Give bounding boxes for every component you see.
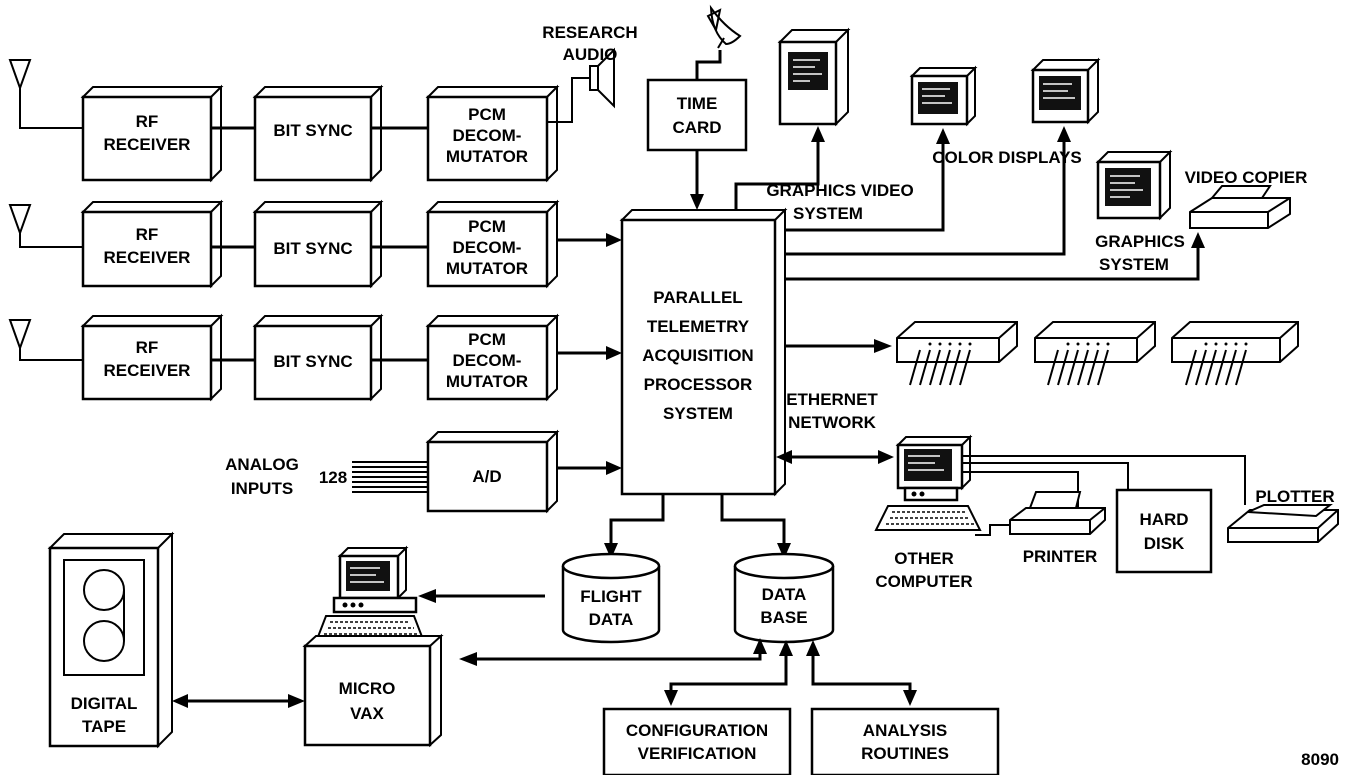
rf-receiver-3: RF RECEIVER — [80, 313, 224, 402]
ad-converter: A/D — [425, 429, 560, 514]
pcm-decommutator-3: PCM DECOM- MUTATOR — [425, 313, 560, 402]
hard-disk-line1: HARD — [1139, 510, 1188, 529]
line-printer-icon-3 — [1171, 321, 1299, 386]
rf-receiver-1-line1: RF — [136, 112, 159, 131]
digital-tape-line2: TAPE — [82, 717, 126, 736]
ad-label: A/D — [472, 467, 501, 486]
pcm-3-line3: MUTATOR — [446, 372, 528, 391]
rf-receiver-2-line1: RF — [136, 225, 159, 244]
pcm-1-line1: PCM — [468, 105, 506, 124]
graphics-video-line2: SYSTEM — [793, 204, 863, 223]
graphics-system-line2: SYSTEM — [1099, 255, 1169, 274]
rf-receiver-1-line2: RECEIVER — [104, 135, 191, 154]
hard-disk-line2: DISK — [1144, 534, 1185, 553]
analysis-routines-box: ANALYSIS ROUTINES — [810, 707, 1000, 775]
color-display-icon-1 — [909, 65, 978, 127]
bit-sync-2: BIT SYNC — [252, 199, 384, 289]
figure-number: 8090 — [1301, 750, 1339, 769]
analog-inputs-line2: INPUTS — [231, 479, 293, 498]
graphics-system-line1: GRAPHICS — [1095, 232, 1185, 251]
video-copier-icon — [1189, 185, 1291, 229]
digital-tape-unit: DIGITAL TAPE — [47, 531, 175, 749]
printer-icon — [1009, 491, 1106, 535]
other-computer-line1: OTHER — [894, 549, 954, 568]
time-card-line2: CARD — [672, 118, 721, 137]
time-card-line1: TIME — [677, 94, 718, 113]
other-computer-line2: COMPUTER — [875, 572, 972, 591]
data-base-line2: BASE — [760, 608, 807, 627]
digital-tape-line1: DIGITAL — [71, 694, 138, 713]
micro-vax-line1: MICRO — [339, 679, 396, 698]
pcm-3-line2: DECOM- — [453, 351, 522, 370]
config-verif-line1: CONFIGURATION — [626, 721, 768, 740]
rf-receiver-3-line2: RECEIVER — [104, 361, 191, 380]
data-base-storage: DATA BASE — [733, 552, 835, 644]
plotter-label: PLOTTER — [1255, 487, 1334, 506]
pcm-2-line1: PCM — [468, 217, 506, 236]
bit-sync-1-label: BIT SYNC — [273, 121, 352, 140]
color-displays-label: COLOR DISPLAYS — [932, 148, 1082, 167]
processor-line2: TELEMETRY — [647, 317, 750, 336]
research-audio-line2: AUDIO — [563, 45, 618, 64]
configuration-verification-box: CONFIGURATION VERIFICATION — [602, 707, 792, 775]
antenna-icon-3 — [8, 319, 85, 361]
ethernet-line2: NETWORK — [788, 413, 877, 432]
analog-count: 128 — [319, 468, 347, 487]
graphics-video-monitor-icon — [777, 27, 851, 127]
research-audio-line1: RESEARCH — [542, 23, 637, 42]
hard-disk: HARD DISK — [1115, 488, 1213, 574]
processor-line3: ACQUISITION — [642, 346, 753, 365]
time-card: TIME CARD — [646, 78, 748, 152]
micro-vax-line2: VAX — [350, 704, 384, 723]
graphics-video-line1: GRAPHICS VIDEO — [766, 181, 913, 200]
bit-sync-1: BIT SYNC — [252, 84, 384, 183]
rf-receiver-2-line2: RECEIVER — [104, 248, 191, 267]
line-printer-icon-2 — [1034, 321, 1156, 386]
other-computer-icon — [874, 434, 982, 531]
rf-receiver-1: RF RECEIVER — [80, 84, 224, 183]
rf-receiver-2: RF RECEIVER — [80, 199, 224, 289]
analysis-routines-line2: ROUTINES — [861, 744, 949, 763]
flight-data-line1: FLIGHT — [580, 587, 642, 606]
processor-line5: SYSTEM — [663, 404, 733, 423]
bit-sync-3-label: BIT SYNC — [273, 352, 352, 371]
processor-line4: PROCESSOR — [644, 375, 753, 394]
speaker-icon — [589, 47, 615, 109]
pcm-2-line2: DECOM- — [453, 238, 522, 257]
microvax-workstation-icon — [314, 545, 426, 643]
micro-vax: MICRO VAX — [302, 633, 444, 748]
antenna-icon-2 — [8, 204, 85, 248]
flight-data-storage: FLIGHT DATA — [561, 552, 661, 644]
parallel-telemetry-processor: PARALLEL TELEMETRY ACQUISITION PROCESSOR… — [619, 207, 788, 497]
bit-sync-3: BIT SYNC — [252, 313, 384, 402]
bit-sync-2-label: BIT SYNC — [273, 239, 352, 258]
printer-label: PRINTER — [1023, 547, 1098, 566]
pcm-1-line2: DECOM- — [453, 126, 522, 145]
satellite-dish-icon — [706, 4, 742, 49]
analog-inputs-line1: ANALOG — [225, 455, 299, 474]
analog-input-lines — [352, 461, 428, 493]
graphics-system-monitor-icon — [1095, 149, 1173, 221]
pcm-decommutator-2: PCM DECOM- MUTATOR — [425, 199, 560, 289]
line-printer-icon-1 — [896, 321, 1018, 386]
antenna-icon-1 — [8, 59, 85, 129]
analysis-routines-line1: ANALYSIS — [863, 721, 947, 740]
processor-line1: PARALLEL — [653, 288, 742, 307]
video-copier-label: VIDEO COPIER — [1185, 168, 1308, 187]
pcm-2-line3: MUTATOR — [446, 259, 528, 278]
flight-data-line2: DATA — [589, 610, 634, 629]
plotter-icon — [1227, 504, 1339, 543]
data-base-line1: DATA — [762, 585, 807, 604]
pcm-3-line1: PCM — [468, 330, 506, 349]
pcm-decommutator-1: PCM DECOM- MUTATOR — [425, 84, 560, 183]
rf-receiver-3-line1: RF — [136, 338, 159, 357]
config-verif-line2: VERIFICATION — [638, 744, 757, 763]
color-display-icon-2 — [1030, 57, 1101, 125]
ethernet-line1: ETHERNET — [786, 390, 878, 409]
pcm-1-line3: MUTATOR — [446, 147, 528, 166]
